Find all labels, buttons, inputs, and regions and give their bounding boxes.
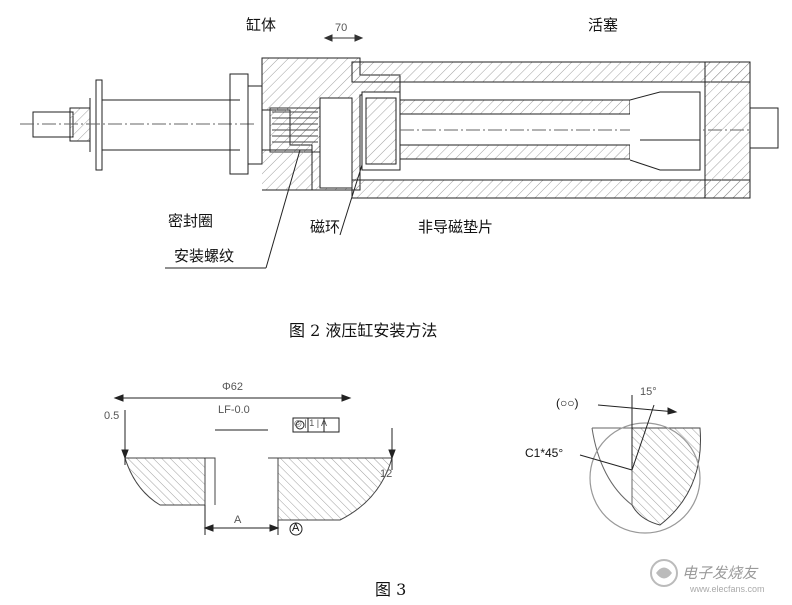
watermark-url: www.elecfans.com	[690, 584, 765, 594]
figure-3-section	[113, 394, 396, 536]
dim-diameter: Φ62	[222, 381, 244, 393]
gap-dimension	[323, 34, 364, 42]
dim-tolerance: LF-0.0	[218, 404, 250, 416]
figure-3-caption: 图 3	[375, 580, 407, 599]
figure-3-detail	[579, 395, 701, 534]
datum-a: A	[292, 522, 300, 534]
leader-lines	[165, 149, 363, 269]
label-cylinder: 缸体	[246, 16, 277, 34]
label-seal: 密封圈	[168, 212, 214, 230]
figure-2-drawing	[20, 34, 779, 269]
detail-note: (○○)	[556, 396, 579, 410]
piston	[351, 61, 779, 199]
detail-chamfer: C1*45°	[525, 446, 564, 460]
dim-depth-left: 0.5	[104, 410, 120, 422]
dim-gtol-frame: ◎ | 1 | A	[294, 418, 328, 428]
label-gap-dimension: 70	[335, 22, 348, 34]
dim-depth-right: 12	[380, 468, 393, 480]
watermark-logo-icon	[650, 559, 678, 587]
label-piston: 活塞	[588, 16, 619, 34]
label-magnet-ring: 磁环	[310, 218, 341, 236]
sensor-probe	[20, 73, 263, 175]
detail-angle: 15°	[640, 386, 657, 398]
figure-2-caption: 图 2 液压缸安装方法	[289, 321, 438, 340]
label-thread: 安装螺纹	[174, 247, 235, 265]
watermark-text: 电子发烧友	[682, 564, 758, 582]
label-spacer: 非导磁垫片	[418, 218, 494, 236]
dim-a: A	[234, 514, 242, 526]
